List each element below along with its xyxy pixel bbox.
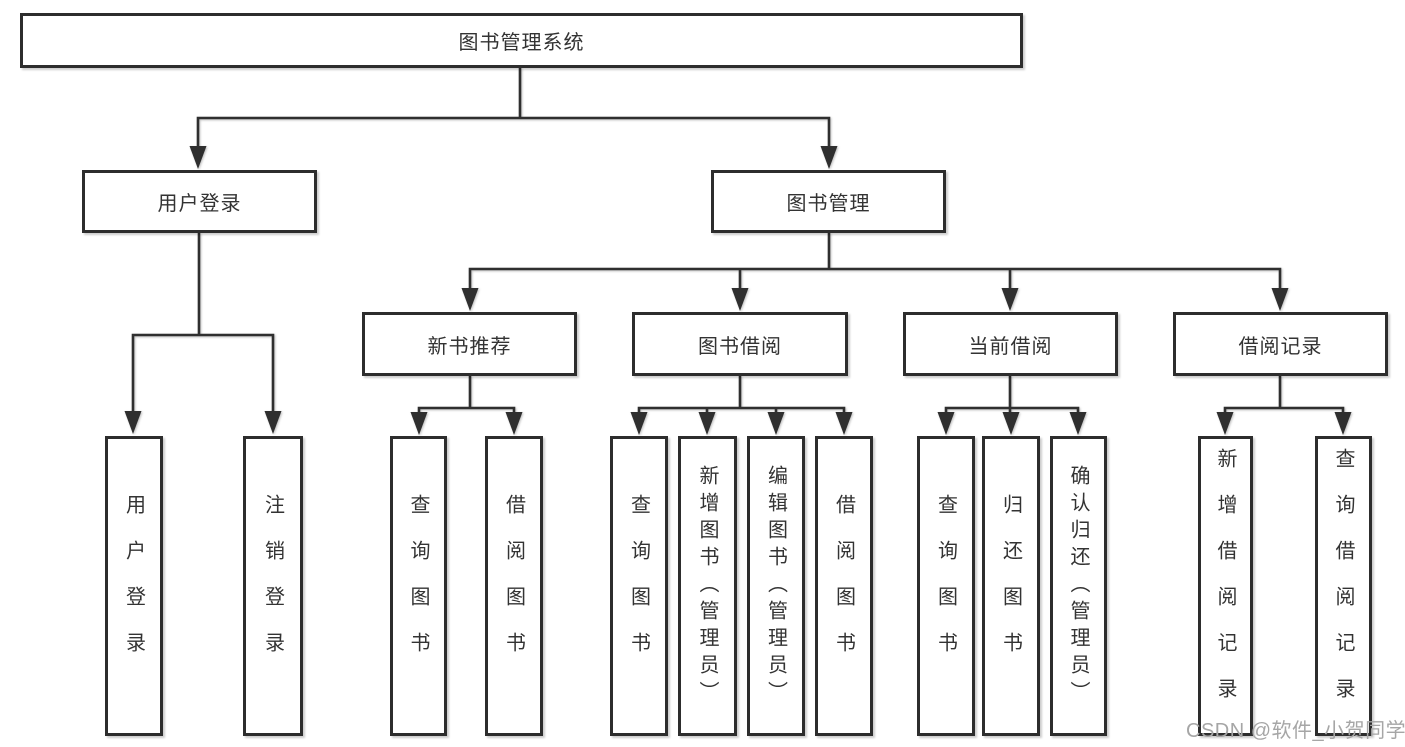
arrowhead [698,412,716,435]
arrowhead [505,412,523,435]
arrowhead [835,412,853,435]
arrowhead [937,412,955,435]
arrowhead [820,146,838,169]
leaf-current-confirm-return: 确认归还（管理员） [1050,436,1107,736]
arrowhead [461,288,479,311]
leaf-records-query-record-label: 查询借阅记录 [1332,448,1354,724]
connector-root [196,68,831,147]
arrowhead [124,411,142,434]
node-book-management-label: 图书管理 [786,193,871,215]
node-new-book-recommend-label: 新书推荐 [427,335,512,358]
leaf-current-return-books: 归还图书 [982,436,1040,736]
leaf-current-confirm-return-label: 确认归还（管理员） [1067,464,1089,708]
arrowhead [630,412,648,435]
leaf-current-query-books: 查询图书 [917,436,975,736]
node-library-system: 图书管理系统 [20,13,1023,68]
leaf-user-login-label: 用户登录 [122,494,145,678]
node-book-borrowing: 图书借阅 [632,312,848,376]
leaf-recommend-query-books-label: 查询图书 [407,494,429,678]
node-current-borrowing-label: 当前借阅 [968,335,1053,358]
leaf-borrow-edit-books-label: 编辑图书（管理员） [764,464,787,708]
node-borrowing-records-label: 借阅记录 [1238,335,1323,358]
node-user-login-label: 用户登录 [157,193,242,215]
leaf-records-add-record-label: 新增借阅记录 [1214,448,1236,724]
leaf-records-query-record: 查询借阅记录 [1315,436,1372,736]
arrowhead [767,412,785,435]
leaf-borrow-edit-books: 编辑图书（管理员） [747,436,805,736]
connector-new-book-recommend [417,376,516,414]
node-book-borrowing-label: 图书借阅 [698,335,782,358]
arrowhead [1271,288,1289,311]
arrowhead [1334,412,1352,435]
arrowhead [1216,412,1234,435]
leaf-borrow-add-books-label: 新增图书（管理员） [696,464,718,708]
leaf-borrow-query-books: 查询图书 [610,436,668,736]
leaf-user-login: 用户登录 [105,436,163,736]
leaf-recommend-borrow-books-label: 借阅图书 [502,494,525,678]
leaf-borrow-borrow-books-label: 借阅图书 [832,494,855,678]
leaf-records-add-record: 新增借阅记录 [1198,436,1253,736]
leaf-borrow-add-books: 新增图书（管理员） [678,436,737,736]
node-book-management: 图书管理 [711,170,946,233]
leaf-borrow-borrow-books: 借阅图书 [815,436,873,736]
connector-user-login [131,233,275,413]
node-user-login: 用户登录 [82,170,317,233]
leaf-logout-label: 注销登录 [261,494,284,678]
node-library-system-label: 图书管理系统 [458,32,585,54]
connector-book-borrowing [637,376,846,414]
arrowhead [264,411,282,434]
arrowhead [410,412,428,435]
leaf-logout: 注销登录 [243,436,303,736]
watermark: CSDN @软件_小贺同学 [1186,720,1405,742]
arrowhead [1069,412,1087,435]
connector-current-borrowing [944,376,1080,414]
arrowhead [1002,412,1020,435]
node-current-borrowing: 当前借阅 [903,312,1118,376]
leaf-current-query-books-label: 查询图书 [934,494,957,678]
node-borrowing-records: 借阅记录 [1173,312,1388,376]
leaf-current-return-books-label: 归还图书 [999,494,1022,678]
arrowhead [189,146,207,169]
arrowhead [1001,288,1019,311]
leaf-recommend-query-books: 查询图书 [390,436,447,736]
node-new-book-recommend: 新书推荐 [362,312,577,376]
leaf-recommend-borrow-books: 借阅图书 [485,436,543,736]
arrowhead [731,288,749,311]
connector-borrowing-records [1223,376,1345,414]
connector-book-management [468,233,1282,290]
leaf-borrow-query-books-label: 查询图书 [627,494,650,678]
